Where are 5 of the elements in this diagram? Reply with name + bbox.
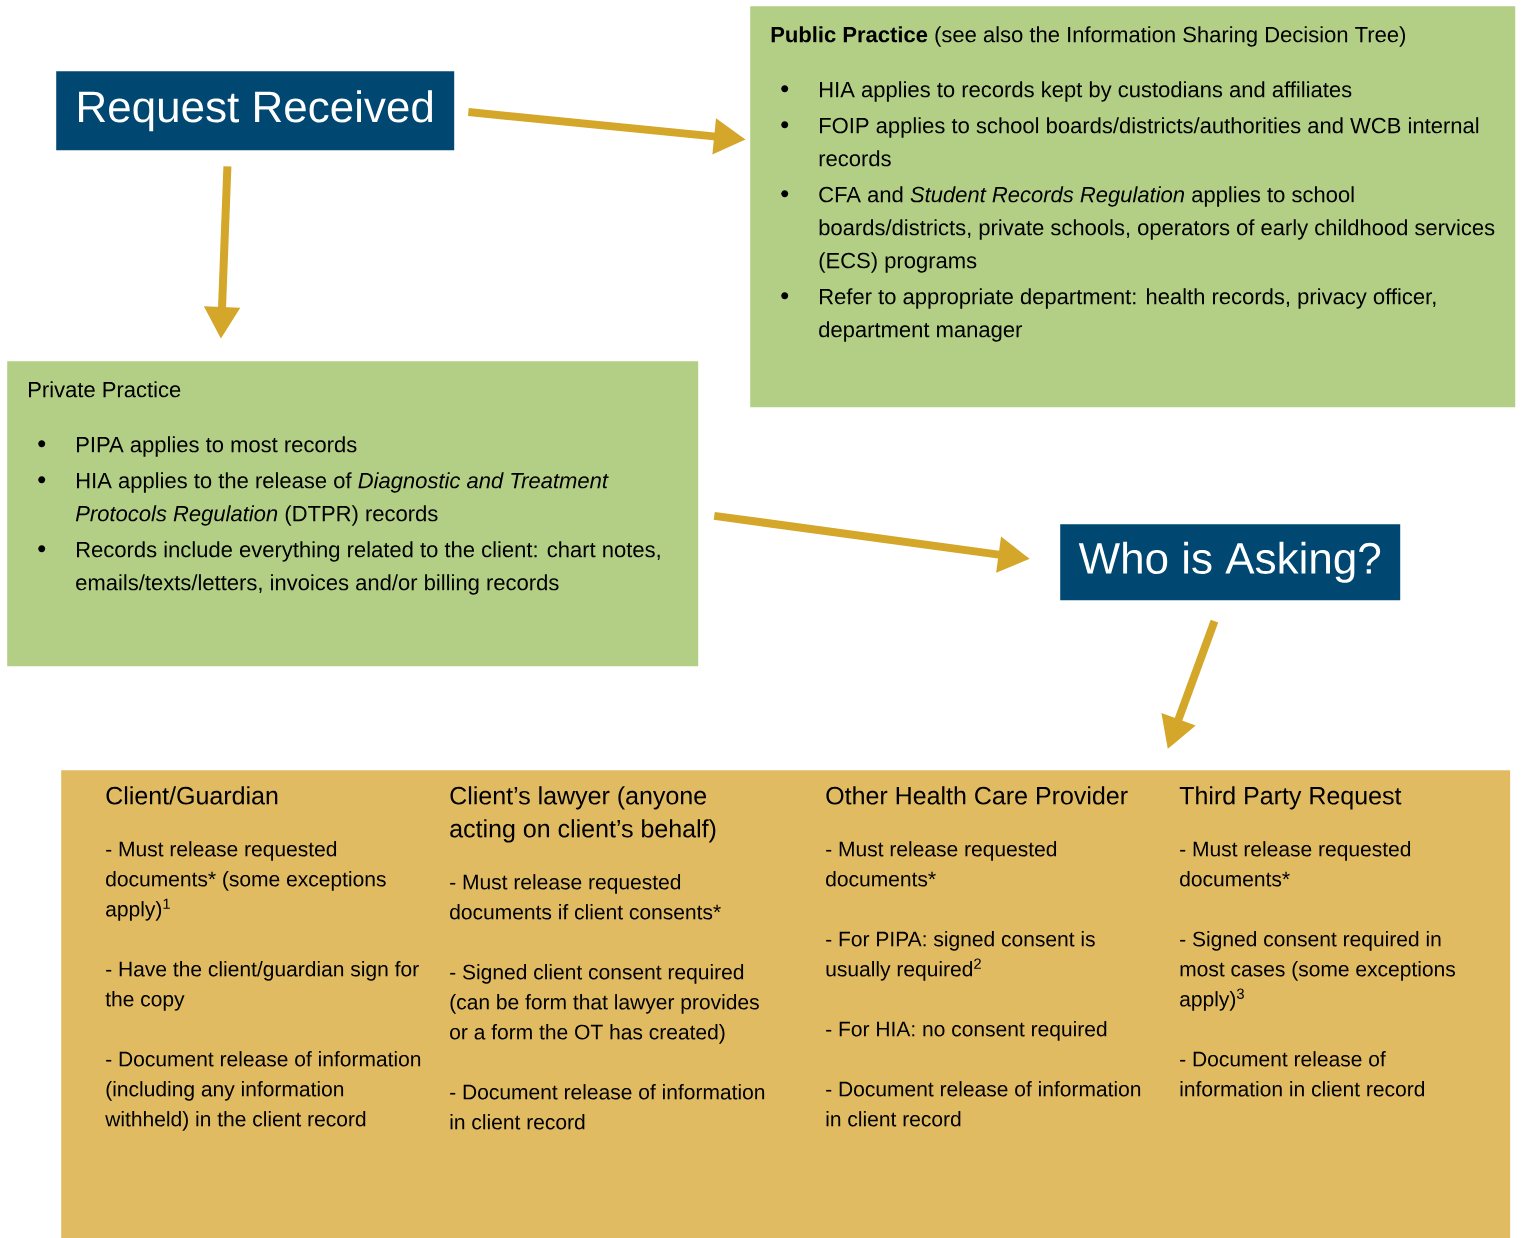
- category-band: Client/Guardian - Must release requested documents* (some exceptions apply)$^{1}$ - Have the client/guardian sign for the copy - Document release of information (including any information withheld) in the client record Client’s lawyer (anyone acting on client’s behalf) - Must release requested documents if client consents* - Signed client consent required (can be form that lawyer provides or a form the OT has created) - Document release of information in client record Other Health Care Provider - Must release requested documents* - For PIPA: signed consent is usually required$^{2}$ - For HIA: no consent required - Document release of information in client record Third Party Request - Must release requested documents* - Signed consent required in most cases (some exceptions apply)$^{3}$ - Document release of information in client record: [61, 770, 1511, 1238]
- heading-box: Who is Asking?: [1060, 524, 1401, 601]
- info-panel: Private Practice PIPA applies to most records HIA applies to the release of Diagnostic and Treatment Protocols Regulation (DTPR) records Records include everything related to the client: chart notes, emails/texts/letters, invoices and/or billing records: [7, 361, 699, 667]
- info-panel: Public Practice (see also the Information Sharing Decision Tree) HIA applies to records kept by custodians and affiliates FOIP applies to school boards/districts/authorities and WCB internal records CFA and Student Records Regulation applies to school boards/districts, private schools, operators of early childhood services (ECS) programs Refer to appropriate department: health records, privacy officer, department manager: [750, 6, 1516, 408]
- heading-box: Request Received: [56, 71, 455, 151]
